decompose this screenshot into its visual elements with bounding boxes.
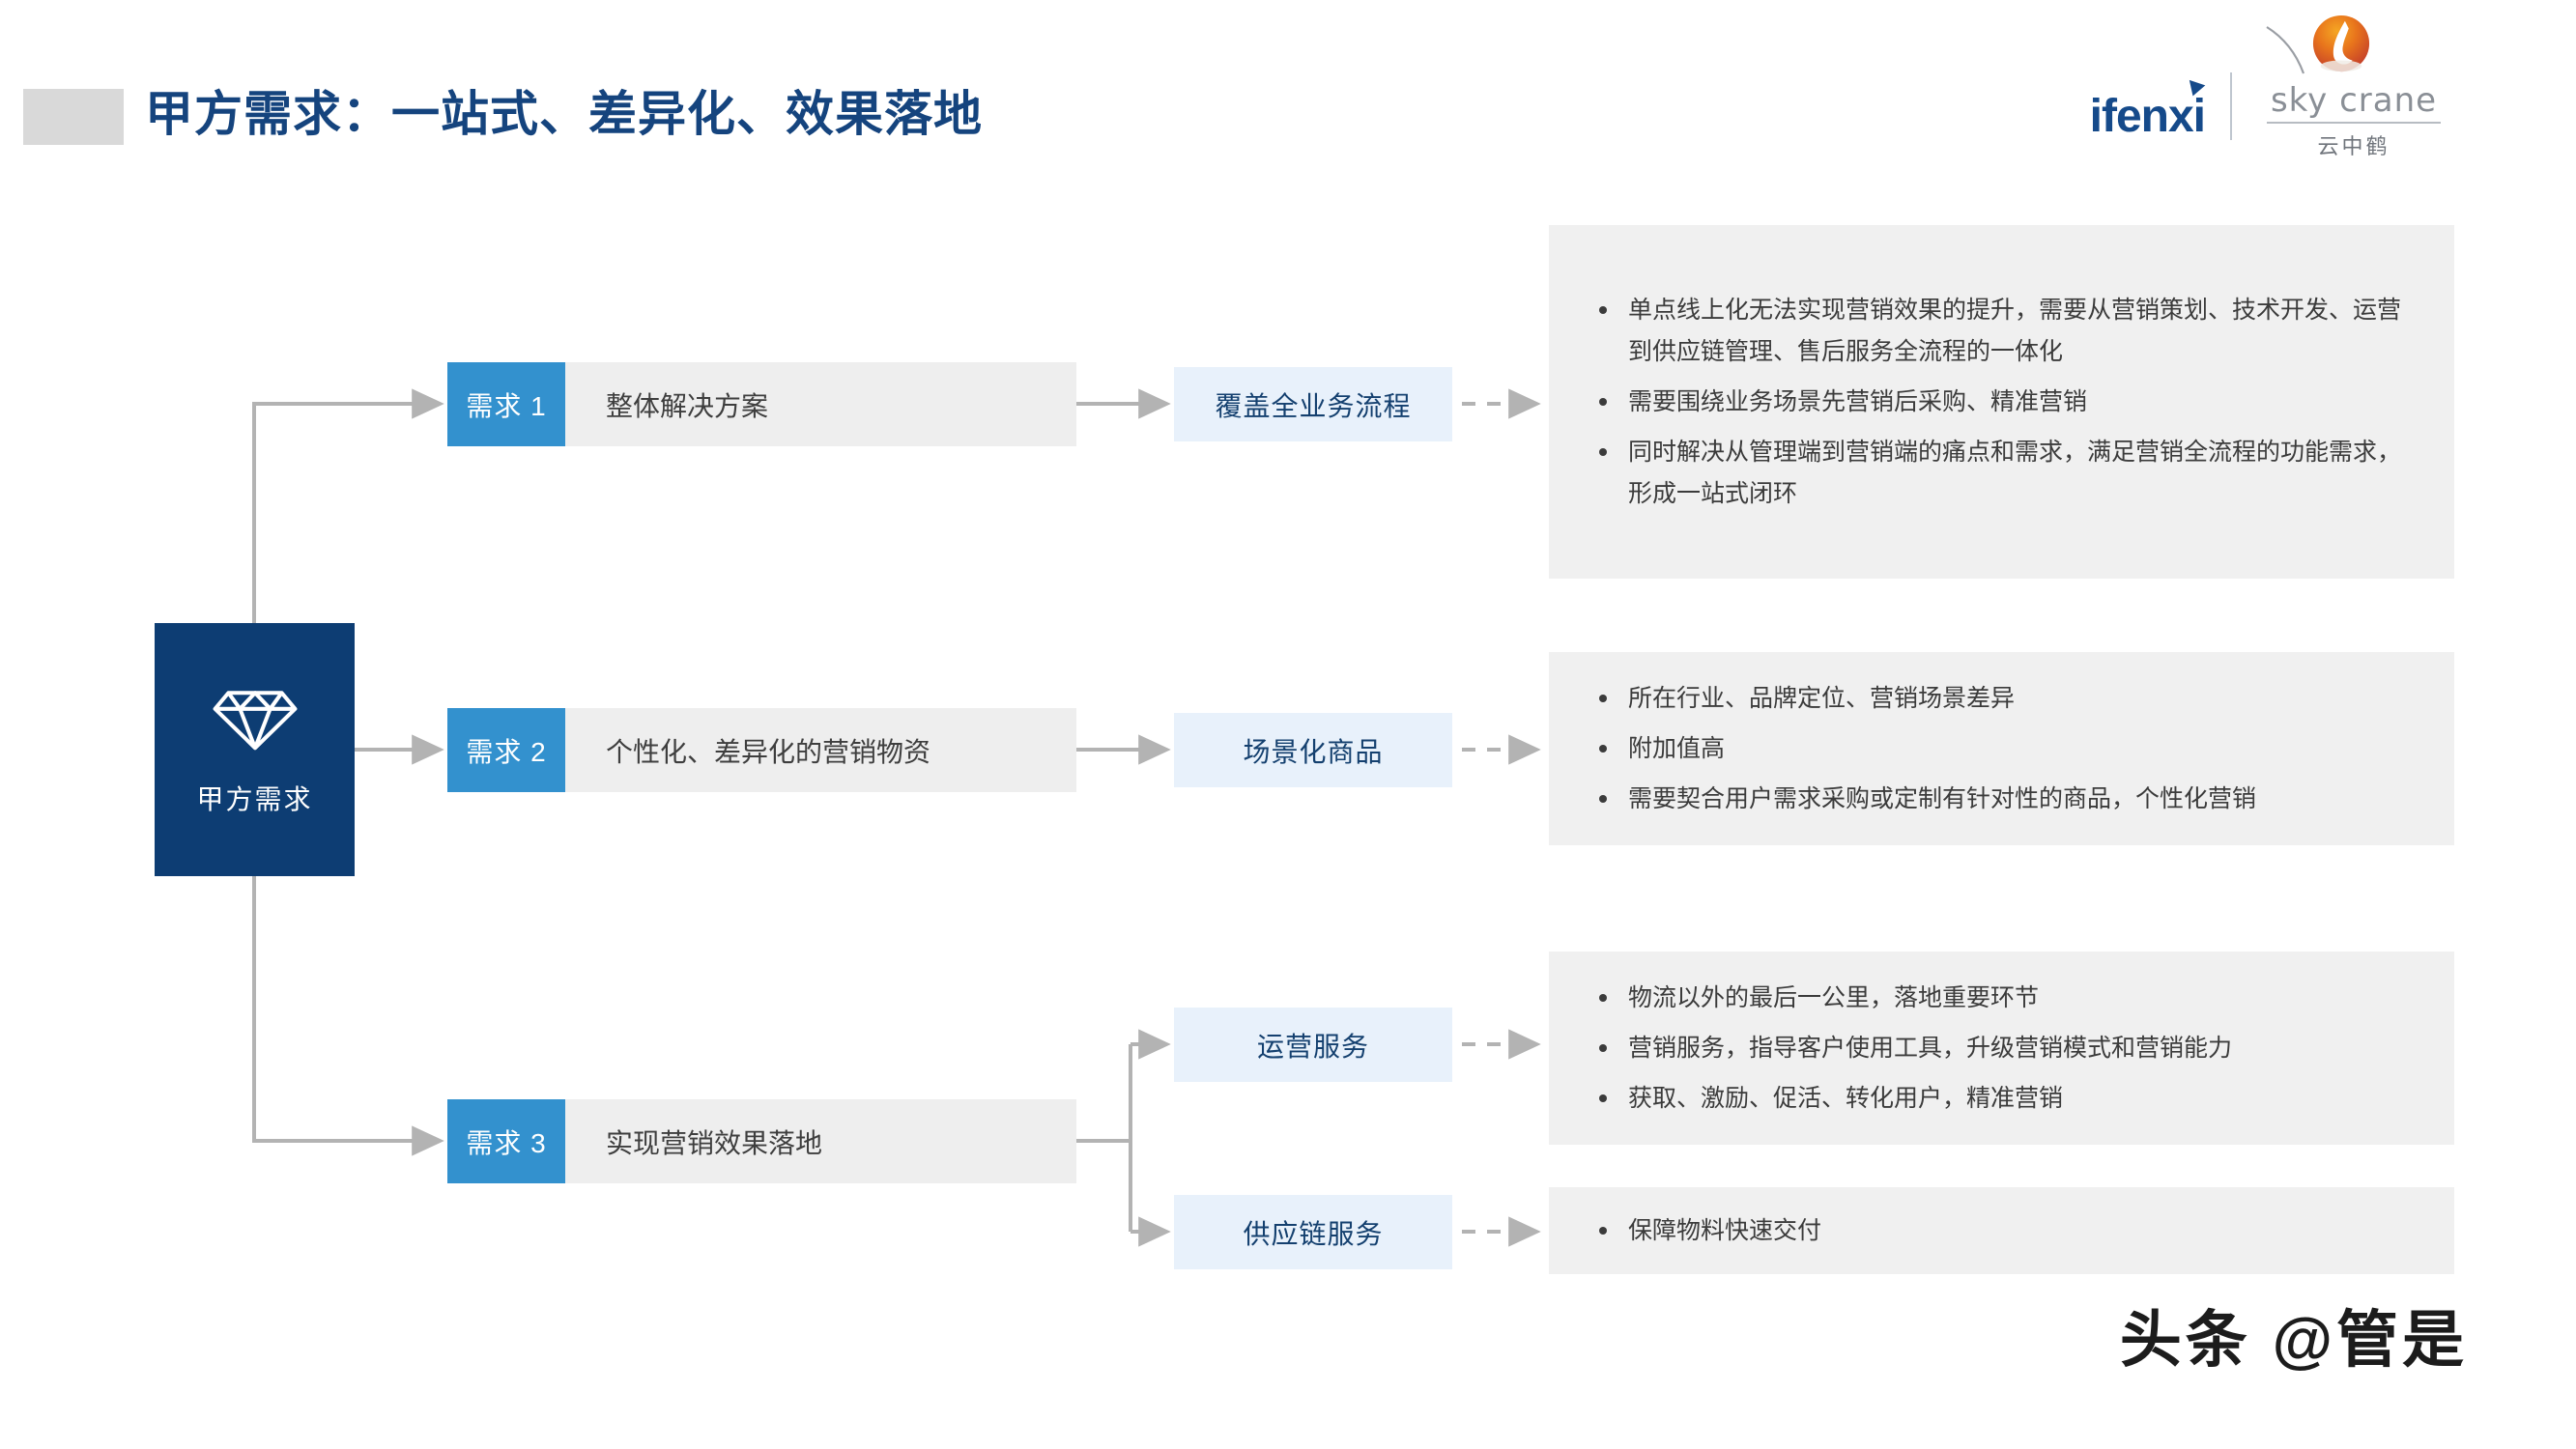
ifenxi-logo: ifenxi [2089, 72, 2206, 142]
req-tag-3[interactable]: 需求 3 [447, 1099, 565, 1183]
ifenxi-tick-icon [2189, 79, 2206, 97]
req-desc-1-label: 整体解决方案 [606, 390, 769, 421]
list-item: 物流以外的最后一公里，落地重要环节 [1586, 978, 2416, 1019]
out-box-2-1[interactable]: 场景化商品 [1174, 713, 1452, 787]
req-desc-1[interactable]: 整体解决方案 [565, 362, 1076, 446]
list-item: 营销服务，指导客户使用工具，升级营销模式和营销能力 [1586, 1028, 2416, 1069]
out-box-3-2[interactable]: 供应链服务 [1174, 1195, 1452, 1269]
detail-list-3-1: 物流以外的最后一公里，落地重要环节 营销服务，指导客户使用工具，升级营销模式和营… [1586, 969, 2416, 1128]
out-box-1-1-label: 覆盖全业务流程 [1215, 390, 1412, 421]
root-node-label: 甲方需求 [196, 784, 313, 814]
out-box-3-2-label: 供应链服务 [1243, 1218, 1384, 1249]
detail-panel-2-1: 所在行业、品牌定位、营销场景差异 附加值高 需要契合用户需求采购或定制有针对性的… [1549, 652, 2454, 845]
detail-list-1-1: 单点线上化无法实现营销效果的提升，需要从营销策划、技术开发、运营到供应链管理、售… [1586, 281, 2416, 524]
list-item: 所在行业、品牌定位、营销场景差异 [1586, 678, 2416, 720]
detail-list-2-1: 所在行业、品牌定位、营销场景差异 附加值高 需要契合用户需求采购或定制有针对性的… [1586, 669, 2416, 829]
out-box-2-1-label: 场景化商品 [1243, 736, 1384, 767]
req-tag-1[interactable]: 需求 1 [447, 362, 565, 446]
diamond-icon [213, 691, 297, 751]
ifenxi-logo-text: ifenxi [2089, 91, 2206, 142]
brand-logos: ifenxi sky crane 云中鹤 [2089, 14, 2450, 160]
detail-list-3-2: 保障物料快速交付 [1586, 1202, 2416, 1261]
skycrane-cn-text: 云中鹤 [2317, 134, 2390, 158]
title-accent-block [23, 89, 124, 145]
skycrane-swoosh-icon [2266, 26, 2305, 74]
skycrane-flame-icon [2312, 14, 2370, 72]
watermark-text: 头条 @管是 [2119, 1305, 2468, 1375]
req-desc-2-label: 个性化、差异化的营销物资 [606, 736, 931, 767]
list-item: 需要围绕业务场景先营销后采购、精准营销 [1586, 382, 2416, 423]
req-tag-2-label: 需求 2 [466, 736, 547, 767]
req-tag-2[interactable]: 需求 2 [447, 708, 565, 792]
req-desc-3[interactable]: 实现营销效果落地 [565, 1099, 1076, 1183]
out-box-3-1-label: 运营服务 [1256, 1031, 1369, 1062]
req-tag-3-label: 需求 3 [466, 1127, 547, 1158]
root-node-client-requirements[interactable]: 甲方需求 [155, 623, 355, 876]
out-box-3-1[interactable]: 运营服务 [1174, 1008, 1452, 1082]
req-desc-2[interactable]: 个性化、差异化的营销物资 [565, 708, 1076, 792]
detail-panel-3-2: 保障物料快速交付 [1549, 1187, 2454, 1274]
list-item: 单点线上化无法实现营销效果的提升，需要从营销策划、技术开发、运营到供应链管理、售… [1586, 290, 2416, 373]
list-item: 保障物料快速交付 [1586, 1210, 2416, 1252]
skycrane-en-text: sky crane [2266, 81, 2442, 124]
detail-panel-3-1: 物流以外的最后一公里，落地重要环节 营销服务，指导客户使用工具，升级营销模式和营… [1549, 952, 2454, 1145]
skycrane-logo: sky crane 云中鹤 [2257, 14, 2450, 160]
page-title: 甲方需求：一站式、差异化、效果落地 [145, 87, 983, 141]
list-item: 获取、激励、促活、转化用户，精准营销 [1586, 1078, 2416, 1120]
list-item: 同时解决从管理端到营销端的痛点和需求，满足营销全流程的功能需求，形成一站式闭环 [1586, 432, 2416, 515]
detail-panel-1-1: 单点线上化无法实现营销效果的提升，需要从营销策划、技术开发、运营到供应链管理、售… [1549, 225, 2454, 579]
list-item: 附加值高 [1586, 728, 2416, 770]
list-item: 需要契合用户需求采购或定制有针对性的商品，个性化营销 [1586, 779, 2416, 820]
logo-divider [2230, 72, 2232, 140]
req-tag-1-label: 需求 1 [466, 390, 547, 421]
req-desc-3-label: 实现营销效果落地 [606, 1127, 823, 1158]
out-box-1-1[interactable]: 覆盖全业务流程 [1174, 367, 1452, 441]
